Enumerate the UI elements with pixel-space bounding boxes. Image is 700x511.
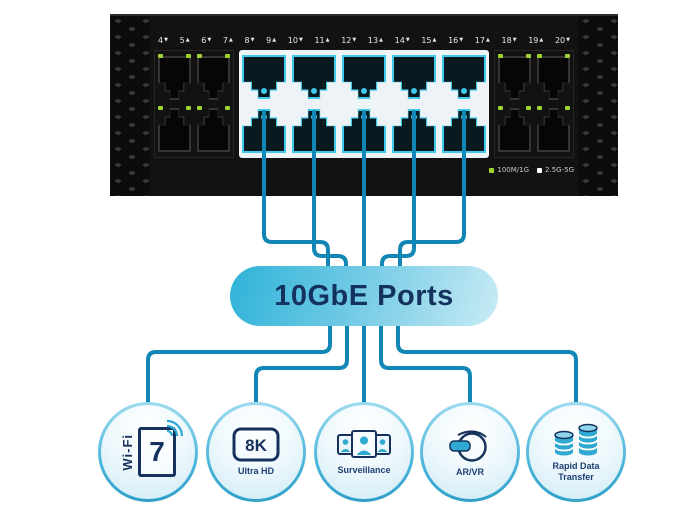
port-number: 4▼ xyxy=(158,35,168,45)
feature-ring: Rapid Data Transfer xyxy=(526,402,626,502)
feature-ring: Surveillance xyxy=(314,402,414,502)
port-number: 9▲ xyxy=(266,35,277,45)
port-number: 15▲ xyxy=(421,35,437,45)
feature-disc: Surveillance xyxy=(317,405,411,499)
10g-ethernet-port xyxy=(339,53,389,101)
feature-rapid-data-transfer: Rapid Data Transfer xyxy=(526,402,626,502)
port-column xyxy=(495,51,534,157)
tengbe-pill-label: 10GbE Ports xyxy=(274,279,454,312)
port-number: 7▲ xyxy=(222,35,233,45)
port-column xyxy=(155,51,194,157)
surveillance-cameras-icon xyxy=(337,430,391,459)
feature-ring: 8K Ultra HD xyxy=(206,402,306,502)
feature-disc: 8K Ultra HD xyxy=(209,405,303,499)
feature-ring: AR/VR xyxy=(420,402,520,502)
feature-disc: AR/VR xyxy=(423,405,517,499)
feature-disc: Wi-Fi 7 xyxy=(101,405,195,499)
speed-legend: 100M/1G 2.5G-5G xyxy=(489,166,574,174)
ethernet-port xyxy=(194,106,233,154)
port-group-standard xyxy=(154,50,234,158)
feature-line-1 xyxy=(146,318,332,408)
feature-line-5 xyxy=(396,318,578,408)
vr-headset-person-icon xyxy=(449,430,487,463)
data-stacks-icon xyxy=(554,423,598,456)
ethernet-port xyxy=(495,54,534,102)
port-number: 20▼ xyxy=(554,35,570,45)
10g-ethernet-port xyxy=(339,107,389,155)
wifi7-icon: Wi-Fi 7 xyxy=(120,419,184,477)
legend-item: 2.5G-5G xyxy=(537,166,574,174)
port-column xyxy=(389,50,439,158)
10g-ethernet-port xyxy=(289,53,339,101)
switch-faceplate: 4▼ 5▲ 6▼ 7▲ 8▼ 9▲ 10▼ 11▲ 12▼ 13▲ 14▼ 15▲ 16▼ 17▲ 18▼ 1… xyxy=(150,16,578,196)
10g-ethernet-port xyxy=(289,107,339,155)
port-number: 16▼ xyxy=(448,35,464,45)
faceplate-bottom-strip: 100M/1G 2.5G-5G xyxy=(150,158,578,196)
port-number: 6▼ xyxy=(201,35,212,45)
feature-ring: Wi-Fi 7 xyxy=(98,402,198,502)
feature-line-2 xyxy=(254,318,349,408)
wifi7-version: 7 xyxy=(149,436,165,467)
port-number: 18▼ xyxy=(501,35,517,45)
10g-ethernet-port xyxy=(389,107,439,155)
rack-ear-right xyxy=(578,16,618,196)
8k-badge-text: 8K xyxy=(245,436,267,455)
port-column xyxy=(439,50,489,158)
wifi-vertical-text: Wi-Fi xyxy=(120,433,135,471)
feature-ar-vr: AR/VR xyxy=(420,402,520,502)
ethernet-port xyxy=(495,106,534,154)
feature-line-4 xyxy=(379,318,472,408)
rack-ear-left xyxy=(110,16,150,196)
port-column xyxy=(194,51,233,157)
legend-item: 100M/1G xyxy=(489,166,529,174)
10g-ethernet-port xyxy=(239,107,289,155)
feature-label: Rapid Data Transfer xyxy=(552,461,600,482)
port-column xyxy=(339,50,389,158)
wifi7-version-box: 7 xyxy=(138,419,184,477)
port-group-tengig xyxy=(239,50,489,158)
feature-8k-ultra-hd: 8K Ultra HD xyxy=(206,402,306,502)
port-number: 8▼ xyxy=(244,35,255,45)
10g-ethernet-port xyxy=(389,53,439,101)
port-number: 5▲ xyxy=(179,35,190,45)
ethernet-port xyxy=(194,54,233,102)
port-number: 10▼ xyxy=(287,35,303,45)
port-number-row: 4▼ 5▲ 6▼ 7▲ 8▼ 9▲ 10▼ 11▲ 12▼ 13▲ 14▼ 15▲ 16▼ 17▲ 18▼ 1… xyxy=(150,30,578,50)
port-number: 17▲ xyxy=(474,35,490,45)
port-number: 13▲ xyxy=(367,35,383,45)
10g-ethernet-port xyxy=(239,53,289,101)
feature-wifi7: Wi-Fi 7 xyxy=(98,402,198,502)
port-column xyxy=(534,51,573,157)
10g-ethernet-port xyxy=(439,107,489,155)
port-column xyxy=(239,50,289,158)
port-number: 14▼ xyxy=(394,35,410,45)
ethernet-port xyxy=(155,54,194,102)
wifi-signal-arcs-icon xyxy=(167,419,184,436)
feature-disc: Rapid Data Transfer xyxy=(529,405,623,499)
ethernet-port xyxy=(534,106,573,154)
tengbe-pill: 10GbE Ports xyxy=(230,266,498,326)
10g-ethernet-port xyxy=(439,53,489,101)
ethernet-port xyxy=(534,54,573,102)
network-switch: 4▼ 5▲ 6▼ 7▲ 8▼ 9▲ 10▼ 11▲ 12▼ 13▲ 14▼ 15▲ 16▼ 17▲ 18▼ 1… xyxy=(110,14,618,196)
port-number: 19▲ xyxy=(528,35,544,45)
feature-label: Ultra HD xyxy=(237,466,274,477)
ethernet-port xyxy=(155,106,194,154)
port-column xyxy=(289,50,339,158)
feature-surveillance: Surveillance xyxy=(314,402,414,502)
faceplate-top-edge xyxy=(150,16,578,30)
feature-label: AR/VR xyxy=(455,467,484,478)
ports-row xyxy=(150,50,578,158)
port-number: 12▼ xyxy=(341,35,357,45)
port-number: 11▲ xyxy=(314,35,330,45)
port-group-standard xyxy=(494,50,574,158)
8k-badge-icon: 8K xyxy=(232,427,280,462)
feature-label: Surveillance xyxy=(337,465,391,476)
